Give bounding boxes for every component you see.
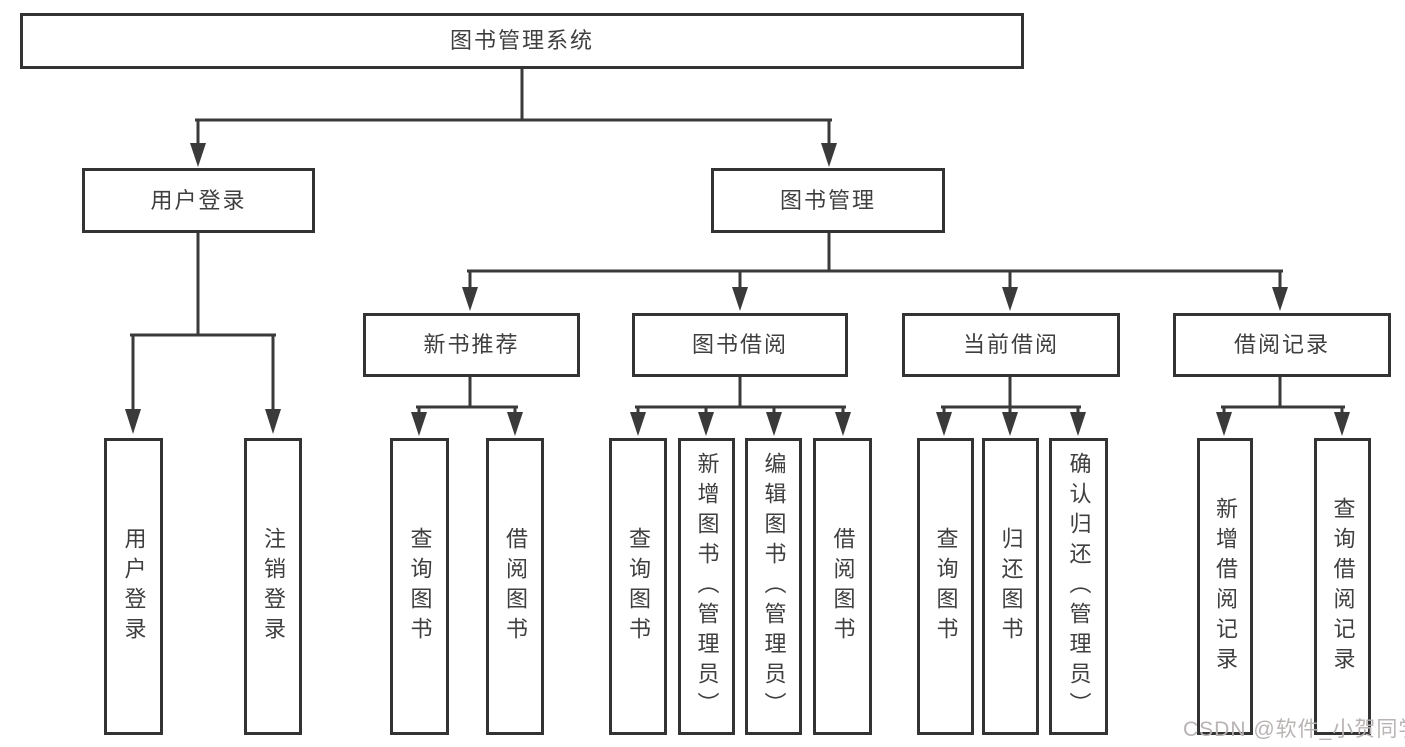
node-label: 用户登录 <box>121 526 147 647</box>
node-label: 当前借阅 <box>962 332 1059 357</box>
node-label: 新书推荐 <box>423 332 520 357</box>
node-current-borrowing: 当前借阅 <box>902 313 1120 377</box>
node-label: 确认归还（管理员） <box>1066 451 1092 722</box>
node-leaf-rec-query-books: 查询图书 <box>390 438 449 735</box>
node-label: 查询图书 <box>407 526 433 647</box>
node-label: 用户登录 <box>150 187 247 213</box>
node-label: 注销登录 <box>261 526 286 647</box>
node-label: 借阅图书 <box>830 526 856 647</box>
node-label: 归还图书 <box>998 526 1024 647</box>
node-leaf-logout: 注销登录 <box>244 438 302 735</box>
node-leaf-rec-borrow-books: 借阅图书 <box>486 438 544 735</box>
node-label: 借阅记录 <box>1233 332 1330 357</box>
node-label: 查询图书 <box>933 526 959 647</box>
node-leaf-return-books: 归还图书 <box>982 438 1039 735</box>
node-label: 查询图书 <box>626 526 651 647</box>
node-label: 编辑图书（管理员） <box>761 451 787 722</box>
node-leaf-add-books-admin: 新增图书（管理员） <box>678 438 735 735</box>
node-leaf-edit-books-admin: 编辑图书（管理员） <box>745 438 802 735</box>
node-book-management: 图书管理 <box>711 168 945 233</box>
node-user-login: 用户登录 <box>82 168 315 233</box>
node-label: 新增借阅记录 <box>1213 496 1238 677</box>
node-borrowing-records: 借阅记录 <box>1173 313 1391 377</box>
node-label: 图书借阅 <box>691 332 788 357</box>
node-leaf-cur-query-books: 查询图书 <box>917 438 974 735</box>
node-label: 查询借阅记录 <box>1330 496 1356 677</box>
node-label: 图书管理 <box>779 187 876 213</box>
node-leaf-user-login: 用户登录 <box>104 438 163 735</box>
node-new-book-recommend: 新书推荐 <box>363 313 580 377</box>
node-leaf-add-borrow-record: 新增借阅记录 <box>1197 438 1253 735</box>
csdn-watermark: CSDN @软件_小贺同学 <box>1183 718 1405 741</box>
node-leaf-confirm-return-admin: 确认归还（管理员） <box>1049 438 1108 735</box>
node-leaf-borrow-borrow-books: 借阅图书 <box>813 438 872 735</box>
node-label: 图书管理系统 <box>449 28 594 53</box>
node-leaf-query-borrow-record: 查询借阅记录 <box>1314 438 1371 735</box>
node-root: 图书管理系统 <box>20 13 1024 69</box>
node-book-borrowing: 图书借阅 <box>632 313 848 377</box>
node-leaf-borrow-query-books: 查询图书 <box>609 438 667 735</box>
node-label: 新增图书（管理员） <box>694 451 720 722</box>
node-label: 借阅图书 <box>503 526 528 647</box>
